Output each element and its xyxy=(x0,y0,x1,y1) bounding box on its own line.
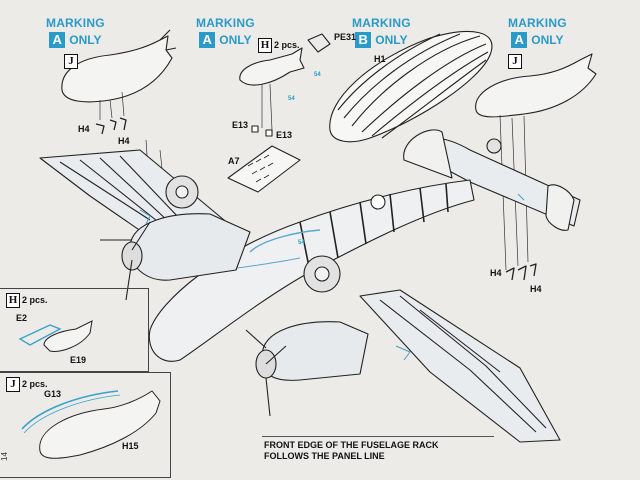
note-line-1: FRONT EDGE OF THE FUSELAGE RACK xyxy=(264,440,439,450)
wing-right xyxy=(359,289,561,443)
marking-only: ONLY xyxy=(375,33,408,47)
inset-h-letter: H xyxy=(6,293,20,308)
wheel-right xyxy=(303,255,341,293)
part-label-a7: A7 xyxy=(228,156,240,166)
pe31-part xyxy=(307,33,331,53)
ref-number: 54 xyxy=(298,240,305,246)
part-label-h4: H4 xyxy=(530,284,542,294)
marking-title: MARKING xyxy=(46,16,105,30)
part-label-e13: E13 xyxy=(232,120,249,130)
inset-j: J 2 pcs. G13 H15 xyxy=(0,372,171,478)
marking-badge-3: MARKING B ONLY xyxy=(352,16,411,48)
part-group-h-top: H xyxy=(258,38,272,53)
drop-tank-right xyxy=(475,53,597,118)
ref-number: 54 xyxy=(314,72,321,78)
part-quantity: 2 pcs. xyxy=(274,40,300,50)
part-label-pe31: PE31 xyxy=(334,32,357,42)
bomb-top xyxy=(239,47,305,86)
tail xyxy=(403,129,581,231)
inset-h-part-e19: E19 xyxy=(70,355,87,365)
marking-letter: B xyxy=(355,32,372,48)
marking-letter: A xyxy=(49,32,66,48)
part-group-j-right: J xyxy=(508,54,522,69)
note-line-2: FOLLOWS THE PANEL LINE xyxy=(264,451,385,461)
assembly-note: FRONT EDGE OF THE FUSELAGE RACK FOLLOWS … xyxy=(264,440,484,462)
inset-j-letter: J xyxy=(6,377,20,392)
marking-letter: A xyxy=(199,32,216,48)
page-number: 14 xyxy=(0,452,9,461)
part-group-j-left: J xyxy=(64,54,78,69)
inset-j-part-g13: G13 xyxy=(44,389,62,399)
note-divider xyxy=(262,436,494,467)
marking-title: MARKING xyxy=(196,16,255,30)
marking-title: MARKING xyxy=(352,16,411,30)
part-label-e13: E13 xyxy=(276,130,293,140)
marking-only: ONLY xyxy=(531,33,564,47)
marking-only: ONLY xyxy=(69,33,102,47)
inset-j-part-h15: H15 xyxy=(122,441,139,451)
part-label-h4: H4 xyxy=(118,136,130,146)
wheel-left xyxy=(165,175,199,209)
marking-only: ONLY xyxy=(219,33,252,47)
engine-right xyxy=(245,321,369,417)
part-label-h4: H4 xyxy=(490,268,502,278)
inset-h-part-e2: E2 xyxy=(16,313,28,323)
part-label-h4: H4 xyxy=(78,124,90,134)
inset-j-drawing xyxy=(21,390,161,459)
part-label-h1: H1 xyxy=(374,54,386,64)
marking-badge-2: MARKING A ONLY xyxy=(196,16,255,48)
marking-letter: A xyxy=(511,32,528,48)
inset-h-drawing xyxy=(18,320,93,352)
ref-number: 54 xyxy=(288,96,295,102)
canopy-h1 xyxy=(329,31,493,143)
marking-badge-4: MARKING A ONLY xyxy=(508,16,567,48)
inset-j-quantity: 2 pcs. xyxy=(22,379,48,389)
engine-left xyxy=(100,213,251,301)
marking-badge-1: MARKING A ONLY xyxy=(46,16,105,48)
drop-tank-left xyxy=(61,29,177,103)
inset-h: H 2 pcs. E2 E19 xyxy=(0,288,149,372)
inset-h-quantity: 2 pcs. xyxy=(22,295,48,305)
marking-title: MARKING xyxy=(508,16,567,30)
